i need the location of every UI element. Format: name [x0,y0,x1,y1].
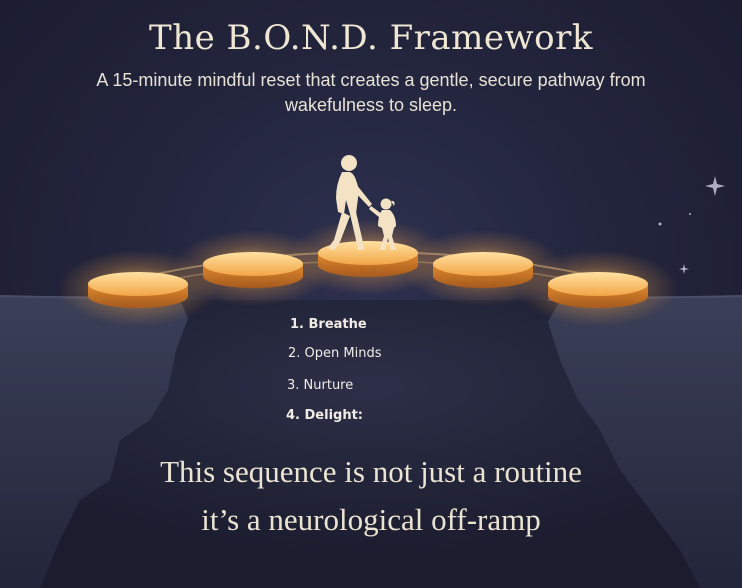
stepping-stone-5 [548,272,648,308]
tagline-line-1: This sequence is not just a routine [160,454,582,489]
step-nurture: 3. Nurture [287,378,354,393]
right-cliff [548,296,742,588]
stepping-stone-4 [433,252,533,288]
tagline-line-2: it’s a neurological off-ramp [201,502,541,537]
step-open-minds: 2. Open Minds [288,346,382,361]
stepping-stone-2 [203,252,303,288]
step-delight: 4. Delight: [286,408,364,423]
page-subtitle: A 15-minute mindful reset that creates a… [96,70,646,115]
step-breathe: 1. Breathe [290,317,367,332]
left-cliff [0,296,188,588]
stepping-stone-1 [88,272,188,308]
sparkle-icon [658,176,725,274]
page-title: The B.O.N.D. Framework [149,18,593,58]
adult-child-silhouette-icon [328,155,396,250]
